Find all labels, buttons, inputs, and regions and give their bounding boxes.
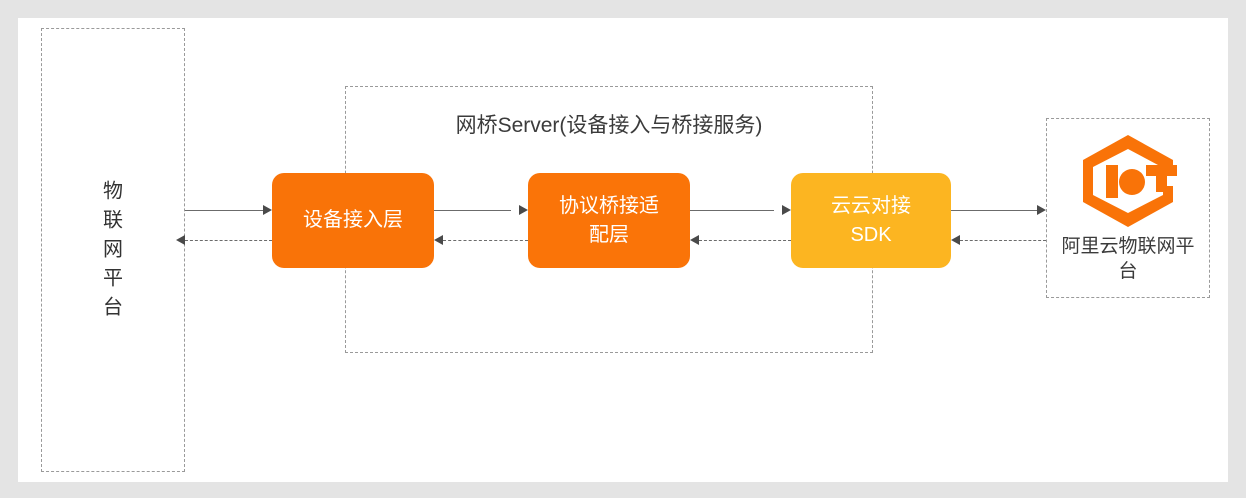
arrowhead-right-cloud-sdk-to-aliyun-platform (1037, 204, 1046, 215)
arrowhead-right-device-access-to-protocol-adapter (519, 204, 528, 215)
box-cloud-to-cloud-sdk[interactable]: 云云对接 SDK (791, 173, 951, 268)
diagram-canvas: 物 联 网 平 台 网桥Server(设备接入与桥接服务) 设备接入层 协议桥接… (18, 18, 1228, 482)
aliyun-iot-logo-icon (1083, 135, 1177, 227)
connector-protocol-adapter-to-device-access (443, 240, 528, 241)
arrowhead-left-aliyun-platform-to-cloud-sdk (951, 234, 960, 245)
connector-left-platform-to-device-access (185, 210, 263, 211)
arrowhead-left-protocol-adapter-to-device-access (434, 234, 443, 245)
aliyun-iot-platform-label: 阿里云物联网平台 (1061, 236, 1195, 282)
box-device-access-layer-label: 设备接入层 (303, 209, 403, 231)
connector-protocol-adapter-to-cloud-sdk (690, 210, 774, 211)
left-iot-platform-box: 物 联 网 平 台 (41, 28, 185, 472)
connector-cloud-sdk-to-aliyun-platform (951, 210, 1037, 211)
box-protocol-bridge-adapter-layer[interactable]: 协议桥接适 配层 (528, 173, 690, 268)
arrowhead-left-device-access-to-left-platform (176, 234, 185, 245)
box-device-access-layer[interactable]: 设备接入层 (272, 173, 434, 268)
arrowhead-right-protocol-adapter-to-cloud-sdk (782, 204, 791, 215)
connector-aliyun-platform-to-cloud-sdk (960, 240, 1046, 241)
arrowhead-right-left-platform-to-device-access (263, 204, 272, 215)
aliyun-iot-platform-box: 阿里云物联网平台 (1046, 118, 1210, 298)
connector-device-access-to-protocol-adapter (434, 210, 511, 211)
bridge-server-title: 网桥Server(设备接入与桥接服务) (455, 114, 763, 137)
connector-device-access-to-left-platform (185, 240, 272, 241)
box-protocol-bridge-adapter-layer-label: 协议桥接适 配层 (559, 194, 659, 246)
left-iot-platform-label: 物 联 网 平 台 (103, 180, 123, 319)
box-cloud-to-cloud-sdk-label: 云云对接 SDK (831, 194, 911, 246)
arrowhead-left-cloud-sdk-to-protocol-adapter (690, 234, 699, 245)
connector-cloud-sdk-to-protocol-adapter (699, 240, 791, 241)
